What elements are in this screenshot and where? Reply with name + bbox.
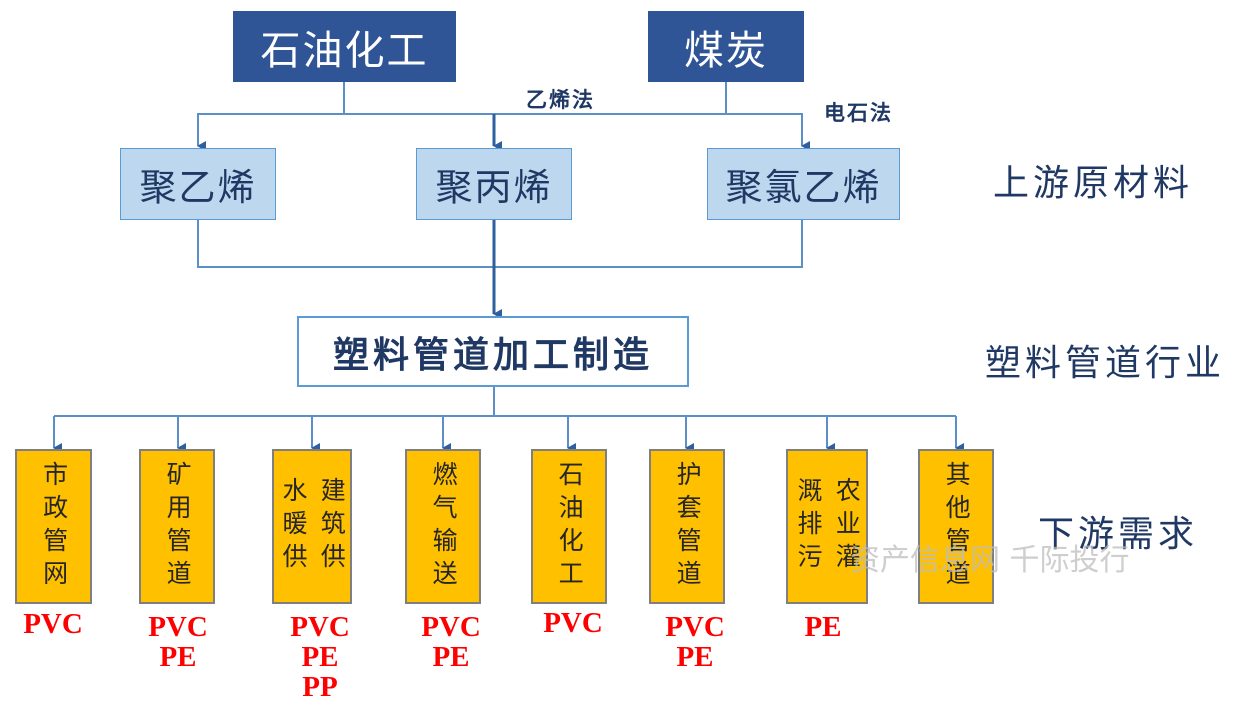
demand-other-pipe: 其他管道	[918, 449, 994, 604]
demand-gas-transmission: 燃气输送	[405, 449, 481, 604]
material-code: PVC	[421, 611, 481, 643]
material-code: PVC	[23, 608, 83, 640]
material-code: PVC	[665, 611, 725, 643]
demand-text-column: 石油化工	[555, 460, 585, 593]
demand-text-column: 矿用管道	[163, 460, 193, 593]
method-ethylene: 乙烯法	[526, 87, 595, 112]
plastic-pipe-manufacturing: 塑料管道加工制造	[297, 316, 689, 387]
demand-text-column: 其他管道	[942, 460, 972, 593]
demand-material-codes: PVC	[0, 609, 108, 639]
level-industry-label: 塑料管道行业	[985, 343, 1226, 384]
demand-material-codes: PE	[768, 612, 878, 642]
material-pvc: 聚氯乙烯	[707, 148, 900, 220]
material-code: PE	[432, 641, 470, 673]
demand-text-column: 溉排污	[794, 477, 823, 576]
demand-text-column: 护套管道	[673, 460, 703, 593]
demand-sheath-pipe: 护套管道	[649, 449, 725, 604]
demand-text-column: 市政管网	[39, 460, 69, 593]
demand-material-codes: PVC PE	[396, 612, 506, 672]
material-polyethylene: 聚乙烯	[120, 148, 276, 220]
source-coal: 煤炭	[648, 11, 804, 82]
level-downstream-label: 下游需求	[1038, 514, 1199, 555]
demand-text-column: 建筑供	[317, 477, 347, 576]
demand-petrochemical: 石油化工	[531, 449, 607, 604]
demand-material-codes: PVC PE	[123, 612, 233, 672]
demand-text-column: 水暖供	[279, 477, 308, 576]
material-code: PE	[676, 641, 714, 673]
demand-building-water-heating: 建筑供 水暖供	[272, 449, 352, 604]
demand-mining-pipe: 矿用管道	[139, 449, 215, 604]
demand-text-column: 农业灌	[832, 477, 862, 576]
material-code: PVC	[290, 611, 350, 643]
level-upstream-label: 上游原材料	[993, 163, 1194, 204]
material-code: PE	[301, 641, 339, 673]
material-polypropylene: 聚丙烯	[416, 148, 572, 220]
material-code: PE	[804, 611, 842, 643]
material-code: PP	[302, 671, 338, 703]
demand-municipal-pipe-network: 市政管网	[15, 449, 92, 604]
watermark: 资产信息网 千际投行	[850, 543, 1130, 578]
material-code: PE	[159, 641, 197, 673]
demand-text-column: 燃气输送	[429, 460, 459, 593]
material-code: PVC	[543, 607, 603, 639]
demand-material-codes: PVC PE PP	[265, 612, 375, 702]
demand-material-codes: PVC PE	[640, 612, 750, 672]
material-code: PVC	[148, 611, 208, 643]
method-calcium-carbide: 电石法	[824, 100, 893, 125]
demand-material-codes: PVC	[518, 608, 628, 638]
demand-agricultural-irrigation-drainage: 农业灌 溉排污	[786, 449, 868, 604]
source-petrochemical: 石油化工	[233, 11, 456, 82]
